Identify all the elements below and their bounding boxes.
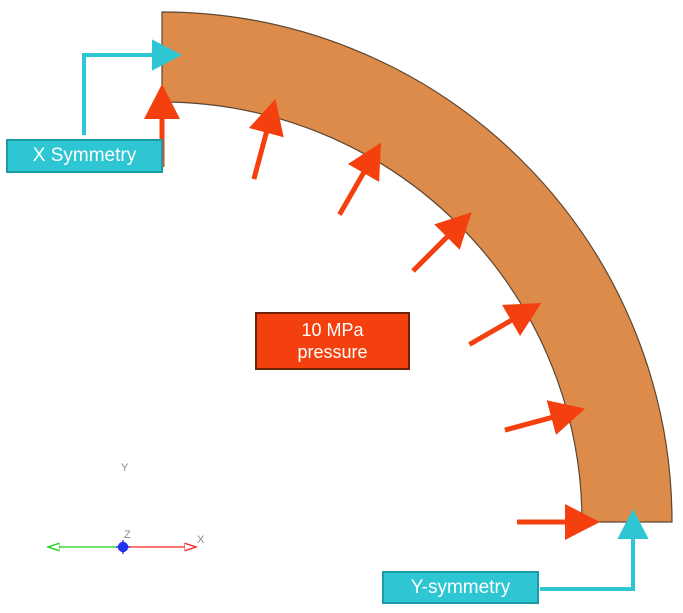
triad-z-label: Z <box>124 529 131 541</box>
pressure-arrow <box>411 212 472 273</box>
pressure-arrow-group <box>144 84 600 540</box>
pressure-arrow <box>248 98 284 180</box>
x-symmetry-label[interactable]: X Symmetry <box>6 139 163 173</box>
y-symmetry-leader-line <box>540 509 649 591</box>
triad-x-label: X <box>197 534 205 546</box>
y-symmetry-label-text: Y-symmetry <box>410 576 511 598</box>
coordinate-triad <box>59 540 185 554</box>
pressure-arrow <box>468 303 542 347</box>
leader-lines <box>82 39 649 591</box>
y-symmetry-label[interactable]: Y-symmetry <box>382 571 539 604</box>
x-symmetry-label-text: X Symmetry <box>32 145 137 167</box>
x-symmetry-leader-line <box>82 39 182 135</box>
triad-y-label: Y <box>121 462 129 474</box>
triad-z-origin-icon <box>116 540 130 554</box>
pressure-word-text: pressure <box>297 342 368 362</box>
pressure-load-label[interactable]: 10 MPa pressure <box>255 312 410 370</box>
pressure-value-text: 10 MPa <box>301 319 364 340</box>
pressure-arrow <box>337 142 381 216</box>
pressure-arrow <box>504 400 586 436</box>
